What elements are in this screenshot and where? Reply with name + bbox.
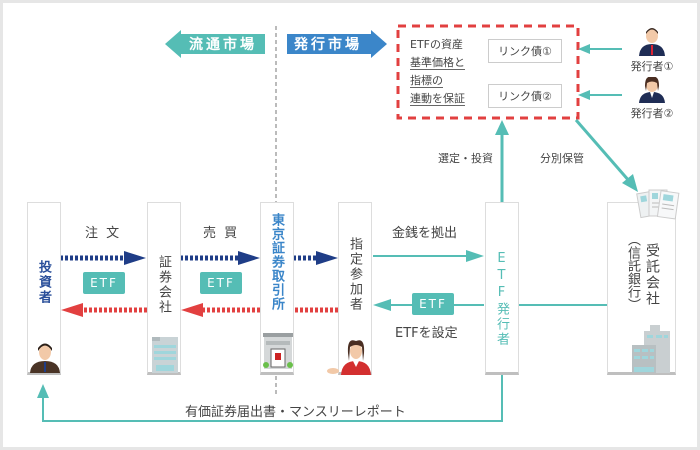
guarantee-line-1: ETFの資産 bbox=[410, 38, 463, 51]
arrow-segregated bbox=[622, 174, 638, 192]
securities-company-label: 証券会社 bbox=[156, 255, 171, 315]
link-bond-1: リンク債① bbox=[488, 39, 562, 63]
money-label: 金銭を拠出 bbox=[392, 226, 458, 241]
segregated-label: 分別保管 bbox=[540, 152, 584, 165]
secondary-market-arrow: 流通市場 bbox=[165, 30, 265, 58]
guarantee-line-3: 指標の bbox=[410, 74, 443, 88]
arrow-set-etf bbox=[373, 299, 391, 311]
trustee-sub-label: （信託銀行） bbox=[625, 233, 640, 311]
guarantee-text: ETFの資産 基準価格と 指標の 連動を保証 bbox=[410, 36, 465, 108]
trade-label: 売 買 bbox=[203, 226, 240, 241]
documents-icon bbox=[636, 189, 680, 220]
etf-issuer-label: ETF発行者 bbox=[494, 251, 509, 347]
trustee-main-label: 受託会社 bbox=[644, 243, 660, 307]
column-exchange: 東京証券取引所 bbox=[260, 202, 294, 375]
guarantee-line-4: 連動を保証 bbox=[410, 92, 465, 106]
column-securities-company: 証券会社 bbox=[147, 202, 181, 375]
primary-market-arrow: 発行市場 bbox=[287, 30, 387, 58]
issuer-1: 発行者① bbox=[622, 28, 682, 74]
arrow-report bbox=[37, 384, 49, 398]
column-etf-issuer: ETF発行者 bbox=[485, 202, 519, 375]
guarantee-box bbox=[396, 24, 580, 120]
etf-badge-3: ETF bbox=[412, 293, 454, 315]
participant-label: 指定参加者 bbox=[347, 237, 362, 312]
businessman-icon bbox=[639, 28, 665, 56]
stock-exchange-building-icon bbox=[263, 333, 293, 369]
investor-label: 投資者 bbox=[36, 260, 51, 305]
column-trustee: 受託会社 （信託銀行） bbox=[607, 202, 676, 375]
select-invest-label: 選定・投資 bbox=[438, 152, 493, 165]
arrow-issuer1 bbox=[578, 44, 590, 54]
column-investor: 投資者 bbox=[27, 202, 61, 375]
arrow-order bbox=[124, 251, 146, 265]
arrow-issuer2 bbox=[578, 90, 590, 100]
report-label: 有価証券届出書・マンスリーレポート bbox=[185, 405, 406, 420]
arrow-etf-return-2 bbox=[181, 303, 203, 317]
column-participant: 指定参加者 bbox=[327, 202, 372, 375]
set-etf-label: ETFを設定 bbox=[395, 326, 458, 341]
arrow-trade-right bbox=[238, 251, 260, 265]
investor-man-icon bbox=[30, 343, 60, 373]
exchange-label: 東京証券取引所 bbox=[269, 213, 284, 311]
link-bond-2: リンク債② bbox=[488, 84, 562, 108]
report-line bbox=[42, 375, 503, 422]
etf-badge-2: ETF bbox=[200, 272, 242, 294]
issuer-1-label: 発行者① bbox=[630, 60, 674, 73]
businesswoman-icon bbox=[327, 340, 371, 375]
issuer-2-label: 発行者② bbox=[630, 107, 674, 120]
issuer-2: 発行者② bbox=[622, 76, 682, 121]
trust-bank-building-icon bbox=[632, 325, 670, 373]
office-building-icon bbox=[152, 337, 178, 373]
order-label: 注 文 bbox=[85, 226, 122, 241]
arrow-select-invest bbox=[495, 120, 509, 135]
secondary-market-label: 流通市場 bbox=[189, 37, 257, 53]
arrow-money bbox=[466, 250, 484, 262]
businesswoman-icon bbox=[639, 76, 665, 103]
primary-market-label: 発行市場 bbox=[294, 37, 362, 53]
etf-badge-1: ETF bbox=[83, 272, 125, 294]
arrow-etf-return-1 bbox=[61, 303, 83, 317]
guarantee-line-2: 基準価格と bbox=[410, 56, 465, 70]
arrow-to-participant bbox=[316, 251, 338, 265]
